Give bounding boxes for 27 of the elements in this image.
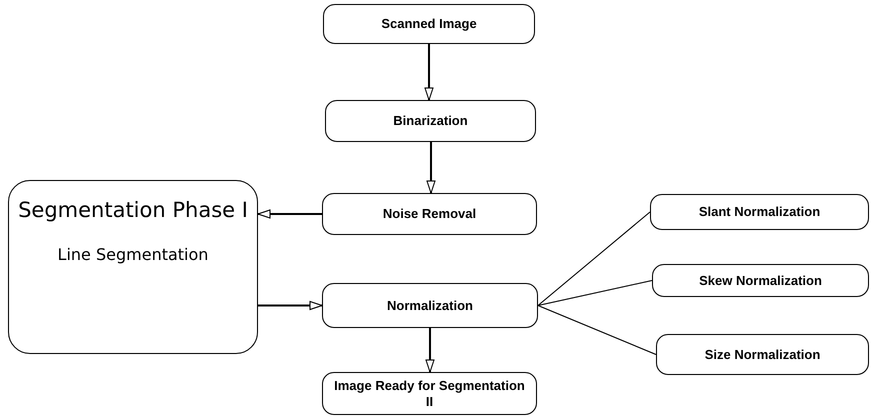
- step-label: Size Normalization: [704, 346, 822, 362]
- step-label: Binarization: [392, 113, 469, 129]
- hollow-arrow: [426, 328, 434, 372]
- connector-line: [538, 305, 656, 355]
- process-box: [322, 193, 537, 235]
- step-label: Noise Removal: [382, 206, 478, 222]
- process-box: [325, 100, 536, 142]
- hollow-arrow: [426, 142, 436, 194]
- process-box: [652, 264, 869, 297]
- process-box: [656, 334, 869, 375]
- connector-line: [538, 212, 650, 306]
- hollow-arrow: [258, 301, 322, 310]
- connector-line: [538, 280, 652, 306]
- step-label: Image Ready for Segmentation II: [333, 378, 526, 410]
- step-label: Slant Normalization: [698, 204, 822, 220]
- step-label: Scanned Image: [380, 16, 478, 32]
- hollow-arrow: [424, 44, 434, 100]
- phase-subtitle: Line Segmentation: [58, 245, 208, 265]
- process-box: [322, 283, 538, 328]
- phase-box: [8, 180, 258, 354]
- step-label: Normalization: [386, 298, 474, 314]
- phase-title: Segmentation Phase I: [17, 197, 249, 223]
- process-box: [322, 372, 537, 415]
- process-box: [323, 4, 535, 44]
- hollow-arrow: [258, 210, 322, 218]
- process-box: [650, 194, 869, 230]
- step-label: Skew Normalization: [698, 272, 823, 288]
